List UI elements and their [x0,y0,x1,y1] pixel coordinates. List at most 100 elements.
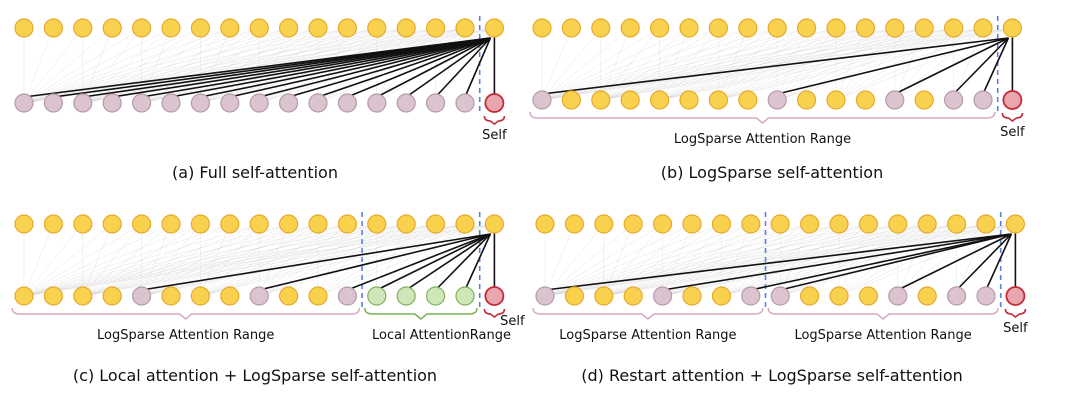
self-bracket [483,308,506,318]
attention-line [750,233,1012,291]
query-node [43,214,64,234]
faint-connection [780,223,1016,297]
key-node [396,286,416,306]
query-node [367,214,387,234]
query-node [649,18,670,38]
range-brace [529,111,996,124]
self-label: Self [1003,321,1028,336]
query-node [161,214,181,234]
attention-line [435,233,491,291]
query-node [337,18,357,38]
faint-connection [23,27,54,104]
faint-connection [141,223,466,297]
faint-connection [317,223,495,297]
faint-connection [544,223,722,297]
key-node [337,93,357,113]
key-node [767,90,787,110]
key-node [220,286,240,306]
panel-caption: (d) Restart attention + LogSparse self-a… [581,366,963,385]
faint-connection [23,27,83,104]
panel-caption: (b) LogSparse self-attention [661,163,883,182]
query-node [43,18,64,38]
attention-line [259,37,491,98]
query-node [741,214,761,234]
key-node [561,90,582,110]
key-node [741,286,761,306]
key-node [620,90,640,110]
faint-connection [718,27,984,101]
self-bracket [483,115,506,125]
faint-connection [23,27,113,104]
faint-connection [544,223,663,297]
query-node [532,18,552,38]
faint-connection [23,223,407,297]
query-node [564,214,585,234]
query-node [73,214,93,234]
attention-line [956,233,1012,291]
key-node [279,93,299,113]
faint-connection [259,223,495,297]
key-node [132,286,152,306]
attention-line [541,37,1009,95]
key-node [249,286,269,306]
query-node [426,18,446,38]
query-node [973,18,993,38]
query-node [220,18,240,38]
faint-connection [541,27,572,101]
query-node [455,18,475,38]
query-node [799,214,820,234]
faint-connection [376,27,466,104]
query-node [132,18,152,38]
faint-connection [23,223,172,297]
self-bracket [1004,308,1027,318]
faint-connection [718,27,1013,101]
attention-line [317,37,491,98]
faint-connection [23,27,289,104]
background-connections [544,223,1016,297]
attention-line [376,233,491,291]
query-node [976,214,996,234]
attention-line [141,37,491,98]
faint-connection [23,27,201,104]
query-node [858,214,879,234]
key-node [943,90,964,110]
attention-connections [541,28,1014,95]
faint-connection [600,27,1013,101]
attention-line [435,37,491,98]
key-node [711,286,732,306]
key-node [829,286,849,306]
key-node [770,286,790,306]
key-node [594,286,614,306]
faint-connection [23,27,377,104]
key-node [682,286,702,306]
key-node [249,93,269,113]
key-node [799,286,820,306]
key-node [796,90,817,110]
faint-connection [200,223,495,297]
faint-connection [662,223,987,297]
query-node [396,18,416,38]
faint-connection [541,27,601,101]
range-brace [767,307,999,320]
self-node [484,286,505,306]
faint-connection [23,27,230,104]
query-node [279,214,299,234]
key-node [888,286,908,306]
key-node [132,93,152,113]
query-node [14,18,34,38]
faint-connection [23,27,407,104]
query-node [652,214,673,234]
faint-connection [23,223,142,297]
faint-connection [780,223,987,297]
query-node [767,18,787,38]
self-bracket [1001,112,1024,122]
faint-connection [544,223,1016,297]
range-brace [532,307,764,320]
key-node [73,93,93,113]
faint-connection [662,223,1016,297]
key-node [826,90,846,110]
key-node [102,93,122,113]
key-node [976,286,996,306]
faint-connection [838,223,1016,297]
query-node [623,214,643,234]
